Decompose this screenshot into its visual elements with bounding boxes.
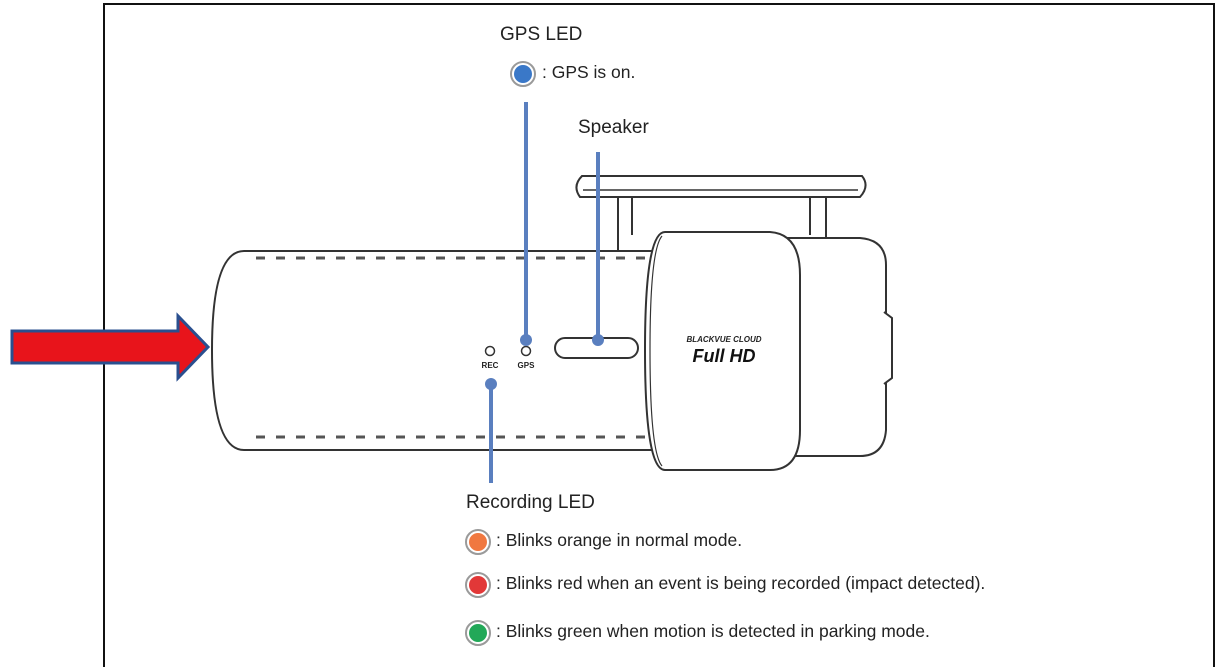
gps-led-hole <box>520 345 532 357</box>
gps-led-title: GPS LED <box>500 24 583 45</box>
gps-led-blue-dot <box>510 61 536 87</box>
recording-led-green-text: : Blinks green when motion is detected i… <box>496 621 930 641</box>
green-led-dot <box>465 620 491 646</box>
speaker-leader-end <box>592 334 604 346</box>
gps-marker: GPS <box>518 361 536 370</box>
recording-led-red-text: : Blinks red when an event is being reco… <box>496 573 986 593</box>
mount-bracket <box>575 175 867 250</box>
pointer-arrow <box>10 312 211 382</box>
recording-led-title: Recording LED <box>466 492 595 513</box>
rec-led-hole <box>484 345 496 357</box>
recording-leader-end <box>485 378 497 390</box>
red-led-dot <box>465 572 491 598</box>
leader-lines <box>485 102 604 483</box>
brand-line: BLACKVUE CLOUD <box>686 335 761 344</box>
front-ring <box>643 231 801 471</box>
recording-led-orange-text: : Blinks orange in normal mode. <box>496 530 743 550</box>
camera-body <box>210 250 665 451</box>
orange-led-dot <box>465 529 491 555</box>
speaker-title: Speaker <box>578 117 649 138</box>
gps-led-description: : GPS is on. <box>542 62 636 82</box>
rec-marker: REC <box>482 361 499 370</box>
model-line: Full HD <box>693 346 756 366</box>
gps-leader-end <box>520 334 532 346</box>
